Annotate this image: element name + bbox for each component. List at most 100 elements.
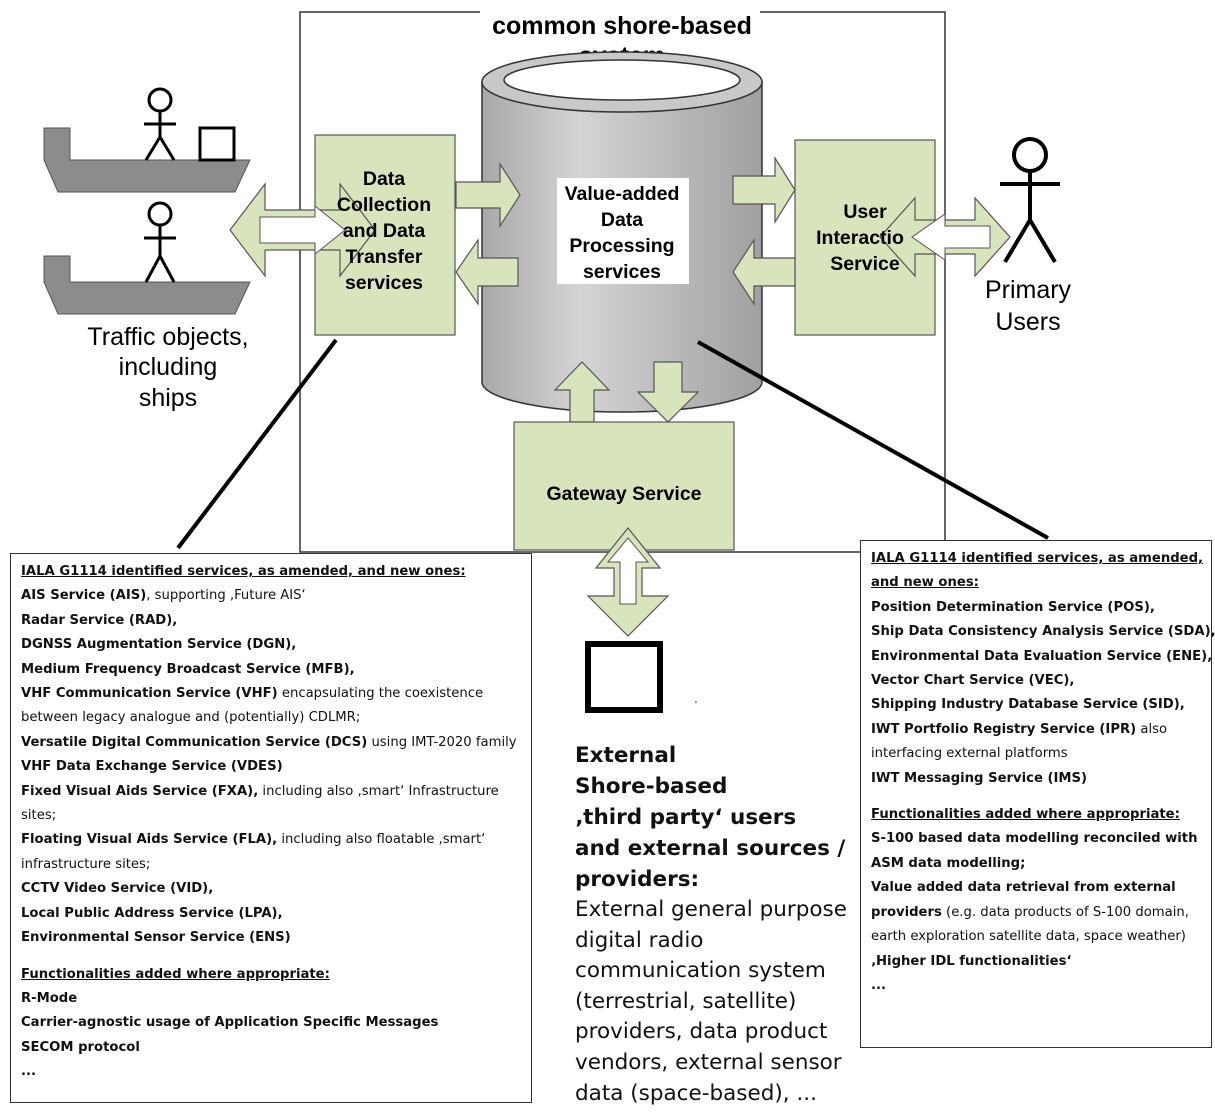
- service-item-text: including also ‚smart‘ Infrastructure: [258, 783, 499, 799]
- service-item-bold: Environmental Data Evaluation Service (E…: [871, 648, 1213, 664]
- functionality-item-bold: ASM data modelling;: [871, 855, 1026, 871]
- gateway-service-box: [513, 421, 735, 551]
- service-item-bold: IWT Messaging Service (IMS): [871, 770, 1088, 786]
- functionality-item: R-Mode: [21, 990, 78, 1006]
- data-collection-label-5: services: [345, 272, 423, 294]
- service-item: IWT Portfolio Registry Service (IPR) als…: [871, 718, 1201, 742]
- service-item: Shipping Industry Database Service (SID)…: [871, 693, 1201, 717]
- functionality-item: ...: [871, 974, 1201, 998]
- service-item-bold: Medium Frequency Broadcast Service (MFB)…: [21, 661, 355, 677]
- service-item-bold: DGNSS Augmentation Service (DGN),: [21, 637, 297, 653]
- service-item: Ship Data Consistency Analysis Service (…: [871, 620, 1215, 644]
- functionality-item: Value added data retrieval from external: [871, 876, 1201, 900]
- service-item: Radar Service (RAD),: [21, 609, 521, 633]
- service-item: Vector Chart Service (VEC),: [871, 669, 1201, 693]
- service-item: Environmental Data Evaluation Service (E…: [871, 645, 1212, 669]
- service-item-bold: Local Public Address Service (LPA),: [21, 905, 283, 921]
- external-title-line: External: [575, 743, 677, 768]
- service-item: DGNSS Augmentation Service (DGN),: [21, 633, 521, 657]
- service-item-bold: Ship Data Consistency Analysis Service (…: [871, 624, 1215, 640]
- service-item-text: between legacy analogue and (potentially…: [21, 710, 361, 726]
- service-item: CCTV Video Service (VID),: [21, 877, 521, 901]
- functionality-item-bold: ‚Higher IDL functionalities‘: [871, 953, 1072, 969]
- service-item-bold: Radar Service (RAD),: [21, 612, 178, 628]
- arrow-gateway-up: [553, 361, 611, 423]
- service-item: Floating Visual Aids Service (FLA), incl…: [21, 828, 521, 852]
- service-item-bold: Position Determination Service (POS),: [871, 599, 1155, 615]
- external-title-line: providers:: [575, 867, 700, 892]
- connector-right: [697, 340, 1049, 540]
- functionality-item: SECOM protocol: [21, 1039, 140, 1055]
- external-body-line: data (space-based), ...: [575, 1080, 817, 1106]
- external-system-icon: [585, 641, 663, 713]
- functionality-item: earth exploration satellite data, space …: [871, 925, 1201, 949]
- service-item-text: infrastructure sites;: [21, 856, 151, 872]
- external-body-line: (terrestrial, satellite): [575, 988, 797, 1014]
- service-item-bold: Floating Visual Aids Service (FLA),: [21, 832, 278, 848]
- service-item-bold: VHF Communication Service (VHF): [21, 686, 278, 702]
- service-item-bold: AIS Service (AIS): [21, 588, 147, 604]
- external-body-line: communication system: [575, 958, 826, 984]
- service-item: Medium Frequency Broadcast Service (MFB)…: [21, 658, 521, 682]
- value-added-label-3: Processing: [569, 235, 674, 257]
- service-item: between legacy analogue and (potentially…: [21, 706, 521, 730]
- functionality-item: Carrier-agnostic usage of Application Sp…: [21, 1015, 439, 1031]
- service-item: interfacing external platforms: [871, 742, 1201, 766]
- value-added-label-1: Value-added: [565, 183, 680, 205]
- connector-left: [176, 338, 338, 550]
- gateway-service-label: Gateway Service: [546, 483, 701, 505]
- functionality-item-bold: Value added data retrieval from external: [871, 880, 1176, 896]
- functionality-item-bold: ...: [871, 977, 887, 993]
- service-item-text: using IMT-2020 family: [367, 734, 517, 750]
- left-service-list: IALA G1114 identified services, as amend…: [10, 553, 532, 1103]
- ship-1-icon: [43, 87, 251, 193]
- service-item-text: interfacing external platforms: [871, 746, 1068, 762]
- service-item-text: sites;: [21, 808, 57, 824]
- service-item: VHF Data Exchange Service (VDES): [21, 755, 521, 779]
- user-interaction-label-2: Interactio: [816, 227, 904, 249]
- service-item-bold: Fixed Visual Aids Service (FXA),: [21, 783, 259, 799]
- traffic-objects-label-2: including: [119, 353, 218, 381]
- external-body-line: vendors, external sensor: [575, 1049, 842, 1075]
- external-body-line: digital radio: [575, 927, 704, 953]
- primary-users-label-1: Primary: [985, 276, 1072, 304]
- inner-white-arrow-right: [911, 213, 991, 261]
- service-item: VHF Communication Service (VHF) encapsul…: [21, 682, 521, 706]
- inner-white-arrow: [259, 204, 346, 256]
- data-collection-label-2: Collection: [337, 194, 431, 216]
- service-item-bold: Shipping Industry Database Service (SID)…: [871, 697, 1185, 713]
- functionality-item-text: earth exploration satellite data, space …: [871, 929, 1186, 945]
- arrow-to-processing: [455, 161, 521, 229]
- right-heading-2: and new ones:: [871, 575, 979, 591]
- functionality-item: ASM data modelling;: [871, 852, 1201, 876]
- traffic-objects-label-3: ships: [139, 384, 197, 412]
- service-item-bold: VHF Data Exchange Service (VDES): [21, 759, 283, 775]
- service-item-text: encapsulating the coexistence: [277, 686, 484, 702]
- functionality-item: ‚Higher IDL functionalities‘: [871, 950, 1201, 974]
- data-collection-label-4: Transfer: [346, 246, 423, 268]
- service-item-bold: IWT Portfolio Registry Service (IPR): [871, 721, 1137, 737]
- ship-2-icon: [43, 201, 251, 315]
- external-body-line: providers, data product: [575, 1019, 828, 1045]
- functionality-item: providers (e.g. data products of S-100 d…: [871, 901, 1201, 925]
- arrow-from-processing: [455, 238, 519, 306]
- functionality-item-bold: S-100 based data modelling reconciled wi…: [871, 831, 1198, 847]
- svg-text:': ': [695, 700, 697, 711]
- functionality-item: S-100 based data modelling reconciled wi…: [871, 827, 1201, 851]
- arrow-to-user-interaction: [732, 155, 796, 225]
- service-item: Position Determination Service (POS),: [871, 596, 1201, 620]
- primary-users-label-2: Users: [995, 308, 1060, 336]
- service-item: Fixed Visual Aids Service (FXA), includi…: [21, 780, 521, 804]
- service-item: Local Public Address Service (LPA),: [21, 902, 521, 926]
- service-item: Environmental Sensor Service (ENS): [21, 926, 521, 950]
- service-item: IWT Messaging Service (IMS): [871, 767, 1201, 791]
- functionality-item-bold: providers: [871, 904, 942, 920]
- arrow-from-user-interaction: [732, 237, 796, 307]
- right-func-heading: Functionalities added where appropriate:: [871, 807, 1180, 823]
- user-interaction-label-1: User: [843, 201, 887, 223]
- external-title-line: ‚third party‘ users: [575, 805, 797, 830]
- value-added-processing-cylinder: [481, 51, 763, 413]
- service-item: AIS Service (AIS), supporting ‚Future AI…: [21, 584, 521, 608]
